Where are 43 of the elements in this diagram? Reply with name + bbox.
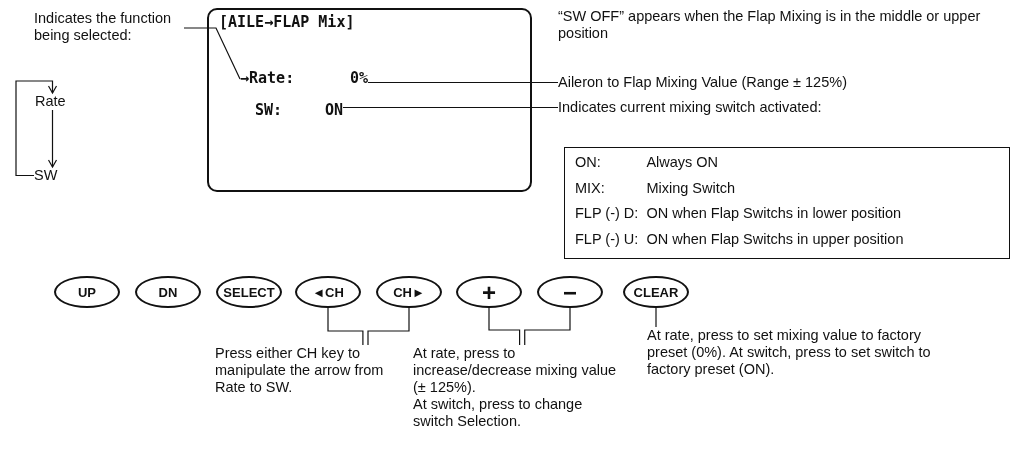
callout-text: Indicates the function being selected:: [34, 10, 184, 44]
callout-text: At switch, press to change switch Selection.: [413, 396, 584, 430]
menu-item-text: Rate: [35, 93, 70, 110]
channel-left-button: ◄CH: [295, 276, 361, 308]
option-description: Always ON: [646, 154, 720, 172]
callout-text: At rate, press to set mixing value to factory preset (0%). At switch, press to set switch to factory preset (ON).: [647, 327, 937, 378]
leader-line: [183, 27, 241, 80]
option-description: ON when Flap Switchs in lower position: [646, 205, 903, 223]
leader-line: [367, 81, 559, 84]
down-button: DN: [135, 276, 201, 308]
screen-label: SW:: [255, 100, 283, 121]
screen-label: →Rate:: [240, 68, 295, 89]
clear-button: CLEAR: [623, 276, 689, 308]
callout-text: At rate, press to increase/decrease mixing value (± 125%).: [413, 345, 618, 396]
screen-value: ON: [324, 100, 343, 121]
channel-right-button: CH►: [376, 276, 442, 308]
select-button: SELECT: [216, 276, 282, 308]
leader-line: [327, 307, 364, 346]
arrow: [47, 109, 58, 168]
option-code: FLP (-) D:: [575, 205, 639, 223]
callout-text: Aileron to Flap Mixing Value (Range ± 125%): [558, 74, 1003, 91]
callout-text: Press either CH key to manipulate the arrow from Rate to SW.: [215, 345, 385, 396]
leader-line: [488, 307, 521, 346]
minus-button: −: [537, 276, 603, 308]
lcd-screen: [207, 8, 532, 192]
screen-title: [AILE→FLAP Mix]: [219, 12, 355, 32]
plus-button: +: [456, 276, 522, 308]
option-description: ON when Flap Switchs in upper position: [646, 230, 905, 249]
callout-text: Indicates current mixing switch activated:: [558, 99, 1003, 116]
up-button: UP: [54, 276, 120, 308]
option-description: Mixing Switch: [646, 179, 736, 198]
option-code: FLP (-) U:: [575, 230, 639, 249]
option-code: ON:: [575, 154, 602, 172]
leader-line: [367, 307, 410, 346]
arrow: [15, 80, 58, 177]
menu-item-text: SW: [34, 167, 64, 184]
note-text: “SW OFF” appears when the Flap Mixing is in the middle or upper position: [558, 8, 982, 42]
option-code: MIX:: [575, 179, 606, 198]
leader-line: [524, 307, 571, 346]
leader-line: [342, 106, 559, 109]
screen-value: 0%: [349, 68, 368, 89]
leader-line: [655, 307, 657, 328]
switch-options-box: [564, 147, 1010, 259]
